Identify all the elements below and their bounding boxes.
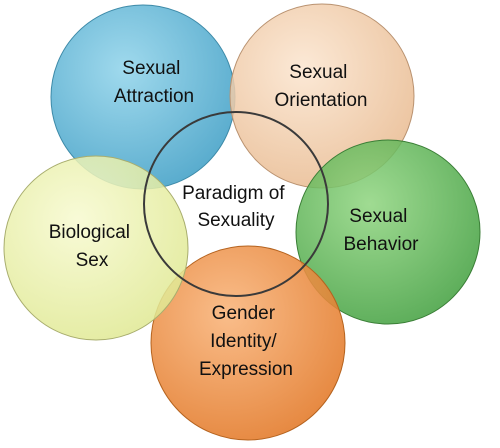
label-sexual-orientation-line-1: Sexual (289, 62, 347, 83)
center-circle: Paradigm of Sexuality (143, 111, 329, 297)
label-sexual-attraction-line-1: Sexual (122, 58, 180, 79)
center-label-line-1: Paradigm of (182, 183, 285, 204)
svg-text:Sexual Behavior: Sexual Behavior (344, 206, 420, 255)
label-gender-line-3: Expression (199, 359, 293, 380)
svg-text:Sexual Orientation: Sexual Orientation (275, 62, 368, 111)
center-label-line-2: Sexuality (197, 210, 275, 231)
svg-text:Paradigm of Sexuality: Paradigm of Sexuality (182, 183, 290, 231)
circle-gender-identity-expression: Gender Identity/ Expression (150, 245, 346, 441)
circle-sexual-behavior: Sexual Behavior (295, 139, 481, 325)
svg-text:Sexual Attraction: Sexual Attraction (114, 58, 194, 107)
label-sexual-orientation-line-2: Orientation (275, 90, 368, 111)
label-sexual-behavior-line-1: Sexual (349, 206, 407, 227)
label-gender-line-1: Gender (212, 303, 276, 324)
label-biological-sex-line-1: Biological (49, 222, 130, 243)
label-sexual-behavior-line-2: Behavior (344, 234, 420, 255)
svg-text:Gender Identity/: Gender Identity/ Expression (199, 303, 293, 380)
circle-sexual-attraction: Sexual Attraction (50, 4, 236, 190)
label-gender-line-2: Identity/ (210, 331, 277, 352)
label-sexual-attraction-line-2: Attraction (114, 86, 194, 107)
svg-text:Biological Sex: Biological Sex (49, 222, 136, 271)
circle-biological-sex: Biological Sex (3, 155, 189, 341)
label-biological-sex-line-2: Sex (76, 250, 109, 271)
